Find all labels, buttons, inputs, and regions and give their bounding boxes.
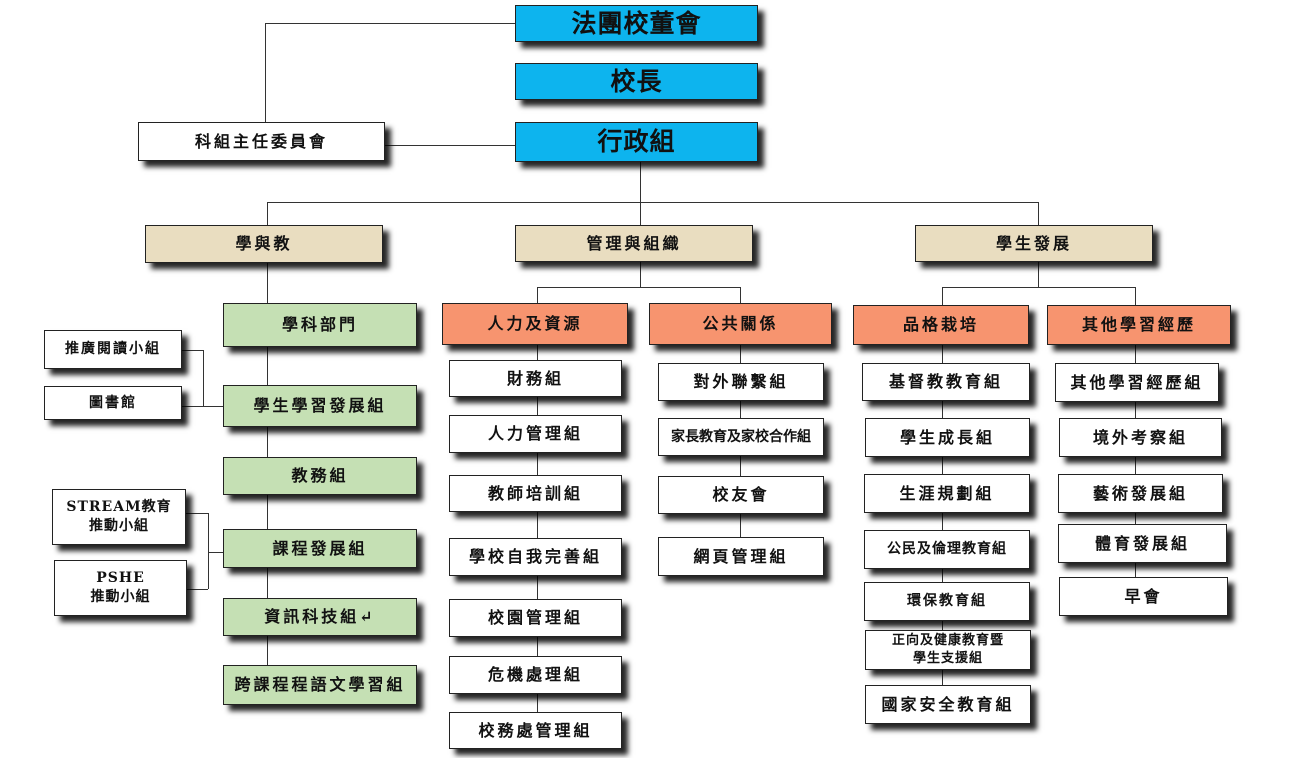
unit-box: 體育發展組 <box>1058 524 1227 563</box>
side-box: PSHE 推動小組 <box>54 560 187 616</box>
division-management: 管理與組織 <box>515 225 753 262</box>
connector <box>537 287 740 288</box>
connector <box>640 162 641 202</box>
unit-box: 校務處管理組 <box>449 712 622 749</box>
unit-box: 網頁管理組 <box>658 537 824 576</box>
unit-box: 其他學習經歷組 <box>1055 363 1219 402</box>
unit-box: 危機處理組 <box>449 656 622 694</box>
connector <box>1038 202 1039 225</box>
connector <box>942 287 1135 288</box>
connector <box>265 23 515 24</box>
unit-box: 校園管理組 <box>449 599 622 637</box>
side-box: 圖書館 <box>44 386 182 420</box>
unit-box: 公民及倫理教育組 <box>864 530 1030 569</box>
unit-box: 家長教育及家校合作組 <box>658 418 824 456</box>
unit-box: 境外考察組 <box>1059 418 1222 457</box>
group-box: 資訊科技組↵ <box>223 598 417 636</box>
group-box: 學生學習發展組 <box>223 385 417 427</box>
unit-box: 校友會 <box>658 476 824 514</box>
connector <box>385 145 515 146</box>
connector <box>537 287 538 749</box>
connector <box>267 202 1038 203</box>
unit-box: 學校自我完善組 <box>449 538 622 576</box>
group-box: 課程發展組 <box>223 529 417 568</box>
connector <box>640 262 641 287</box>
connector <box>182 406 223 407</box>
unit-box: 國家安全教育組 <box>865 685 1031 724</box>
unit-box: 早會 <box>1059 577 1228 616</box>
connector <box>265 23 266 122</box>
subdivision-character: 品格栽培 <box>853 305 1029 345</box>
subdivision-hr: 人力及資源 <box>442 303 628 345</box>
committee-box: 科組主任委員會 <box>138 122 385 161</box>
unit-box: 對外聯繫組 <box>658 363 824 401</box>
group-box: 跨課程程語文學習組 <box>223 665 417 705</box>
side-box: 推廣閱讀小組 <box>44 330 182 369</box>
connector <box>640 202 641 225</box>
board-box: 法團校董會 <box>515 5 758 42</box>
unit-box: 教師培訓組 <box>449 475 622 512</box>
connector <box>267 202 268 225</box>
division-learning: 學與教 <box>145 225 383 263</box>
connector <box>187 589 208 590</box>
connector <box>740 287 741 537</box>
connector <box>208 552 223 553</box>
connector <box>1038 262 1039 287</box>
unit-box: 正向及健康教育暨 學生支援組 <box>865 630 1031 670</box>
subdivision-ole: 其他學習經歷 <box>1047 305 1231 345</box>
connector <box>203 350 204 406</box>
group-box: 教務組 <box>223 457 417 495</box>
unit-box: 生涯規劃組 <box>864 474 1030 513</box>
division-student: 學生發展 <box>915 225 1153 262</box>
unit-box: 學生成長組 <box>865 418 1030 457</box>
unit-box: 人力管理組 <box>449 415 622 453</box>
connector <box>186 513 208 514</box>
connector <box>208 513 209 589</box>
admin-box: 行政組 <box>515 122 758 162</box>
unit-box: 財務組 <box>449 360 622 397</box>
connector <box>182 350 203 351</box>
principal-box: 校長 <box>515 63 758 100</box>
unit-box: 基督教教育組 <box>862 363 1030 401</box>
unit-box: 環保教育組 <box>864 582 1030 621</box>
subdivision-pr: 公共關係 <box>649 303 832 345</box>
group-box: 學科部門 <box>223 303 417 347</box>
unit-box: 藝術發展組 <box>1058 474 1223 513</box>
side-box: STREAM教育 推動小組 <box>52 489 186 545</box>
